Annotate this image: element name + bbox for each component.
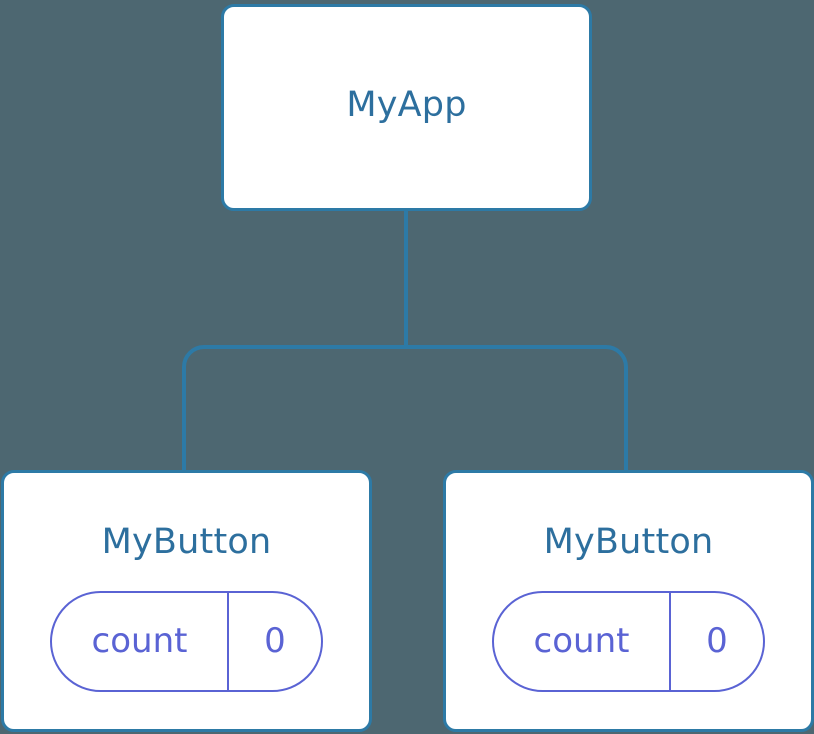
tree-node-child[interactable]: MyButton count 0 <box>443 470 814 732</box>
node-title: MyButton <box>101 522 272 562</box>
node-title: MyButton <box>543 522 714 562</box>
state-pill[interactable]: count 0 <box>50 591 323 692</box>
connector-branch-right <box>406 345 628 472</box>
node-title: MyApp <box>346 85 467 125</box>
tree-node-root[interactable]: MyApp <box>221 4 592 211</box>
tree-node-child[interactable]: MyButton count 0 <box>1 470 372 732</box>
state-pill-value: 0 <box>669 593 763 690</box>
state-pill[interactable]: count 0 <box>492 591 765 692</box>
state-pill-key: count <box>533 620 630 661</box>
state-pill-key: count <box>91 620 188 661</box>
connector-branch-left <box>182 345 406 472</box>
state-pill-value: 0 <box>227 593 321 690</box>
